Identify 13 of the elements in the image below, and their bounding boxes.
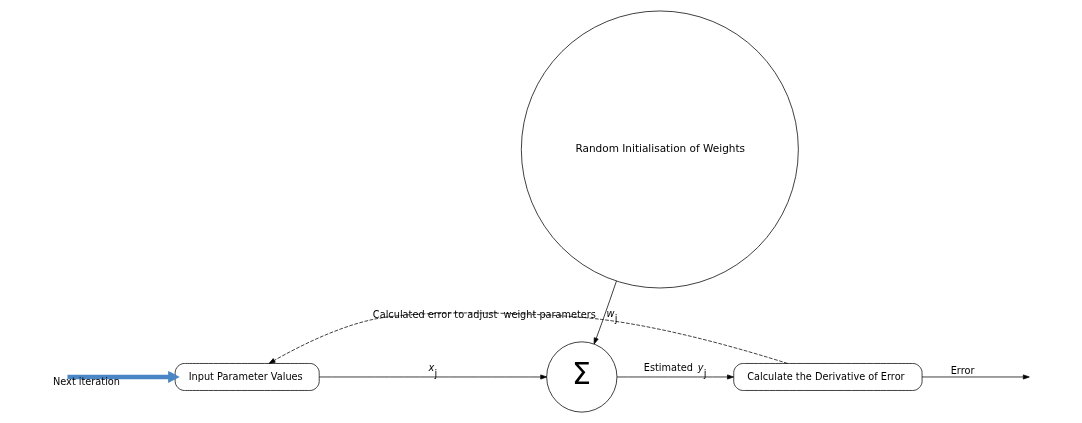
node-circle: Σ [545,341,617,413]
arrow [593,280,617,345]
edge-label: Next iteration [52,375,120,387]
arrow [616,374,734,380]
node-circle: Random Initialisation of Weights [520,10,799,289]
arrow [268,312,788,364]
node-box: Calculate the Derivative of Error [732,363,922,391]
node-box: Input Parameter Values [174,363,320,391]
arrow [66,370,180,384]
edge-label: Error [950,365,974,377]
edge-label: Calculated error to adjust weight parameters [372,308,596,320]
arrow [921,374,1030,380]
arrow [318,374,547,380]
